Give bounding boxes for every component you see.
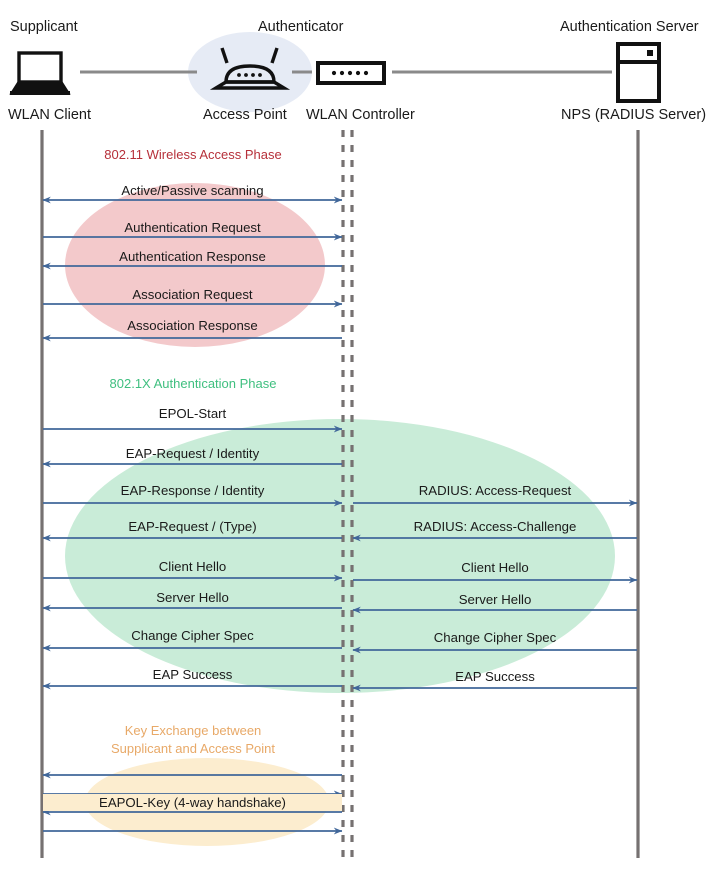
msg-label-authentication-request: Authentication Request bbox=[124, 220, 261, 235]
msg-label-epol-start: EPOL-Start bbox=[158, 406, 227, 421]
node-label-nps: NPS (RADIUS Server) bbox=[561, 107, 707, 123]
msg-label-client-hello-right: Client Hello bbox=[461, 560, 529, 575]
right-message-arrows bbox=[352, 499, 638, 692]
msg-label-active-passive-scanning: Active/Passive scanning bbox=[121, 183, 264, 198]
msg-label-eap-request-type: EAP-Request / (Type) bbox=[128, 519, 257, 534]
msg-label-eapol-key: EAPOL-Key (4-way handshake) bbox=[43, 794, 342, 811]
msg-label-eap-success-left: EAP Success bbox=[152, 667, 233, 682]
laptop-icon bbox=[9, 51, 71, 95]
role-title-auth-server: Authentication Server bbox=[560, 19, 699, 35]
msg-label-eap-response-identity: EAP-Response / Identity bbox=[120, 483, 265, 498]
authenticator-highlight-ellipse bbox=[188, 32, 312, 112]
node-label-access-point: Access Point bbox=[203, 107, 287, 123]
msg-label-server-hello-right: Server Hello bbox=[458, 592, 532, 607]
msg-label-eap-success-right: EAP Success bbox=[455, 669, 535, 684]
left-message-arrows bbox=[42, 196, 343, 690]
msg-label-change-cipher-spec-left: Change Cipher Spec bbox=[131, 628, 254, 643]
phase-label-key-exchange-line1: Key Exchange between bbox=[124, 723, 262, 738]
node-label-wlan-controller: WLAN Controller bbox=[306, 107, 415, 123]
phase-label-key-exchange-line2: Supplicant and Access Point bbox=[110, 741, 276, 756]
msg-label-radius-access-request: RADIUS: Access-Request bbox=[418, 483, 572, 498]
msg-label-association-response: Association Response bbox=[127, 318, 258, 333]
phase-label-8021x: 802.1X Authentication Phase bbox=[109, 376, 277, 391]
msg-label-eap-request-identity: EAP-Request / Identity bbox=[125, 446, 260, 461]
role-title-supplicant: Supplicant bbox=[10, 19, 78, 35]
msg-label-association-request: Association Request bbox=[132, 287, 253, 302]
wireless-access-point-icon bbox=[209, 47, 291, 90]
msg-label-radius-access-challenge: RADIUS: Access-Challenge bbox=[413, 519, 577, 534]
phase-8021x-ellipse bbox=[65, 419, 615, 693]
server-icon bbox=[616, 42, 661, 103]
phase-label-80211: 802.11 Wireless Access Phase bbox=[104, 147, 282, 162]
node-label-wlan-client: WLAN Client bbox=[8, 107, 91, 123]
msg-label-server-hello-left: Server Hello bbox=[156, 590, 229, 605]
msg-label-client-hello-left: Client Hello bbox=[158, 559, 227, 574]
msg-label-change-cipher-spec-right: Change Cipher Spec bbox=[433, 630, 557, 645]
role-title-authenticator: Authenticator bbox=[258, 19, 344, 35]
msg-label-authentication-response: Authentication Response bbox=[119, 249, 266, 264]
phase-80211-ellipse bbox=[65, 183, 325, 347]
network-switch-icon bbox=[316, 61, 386, 85]
